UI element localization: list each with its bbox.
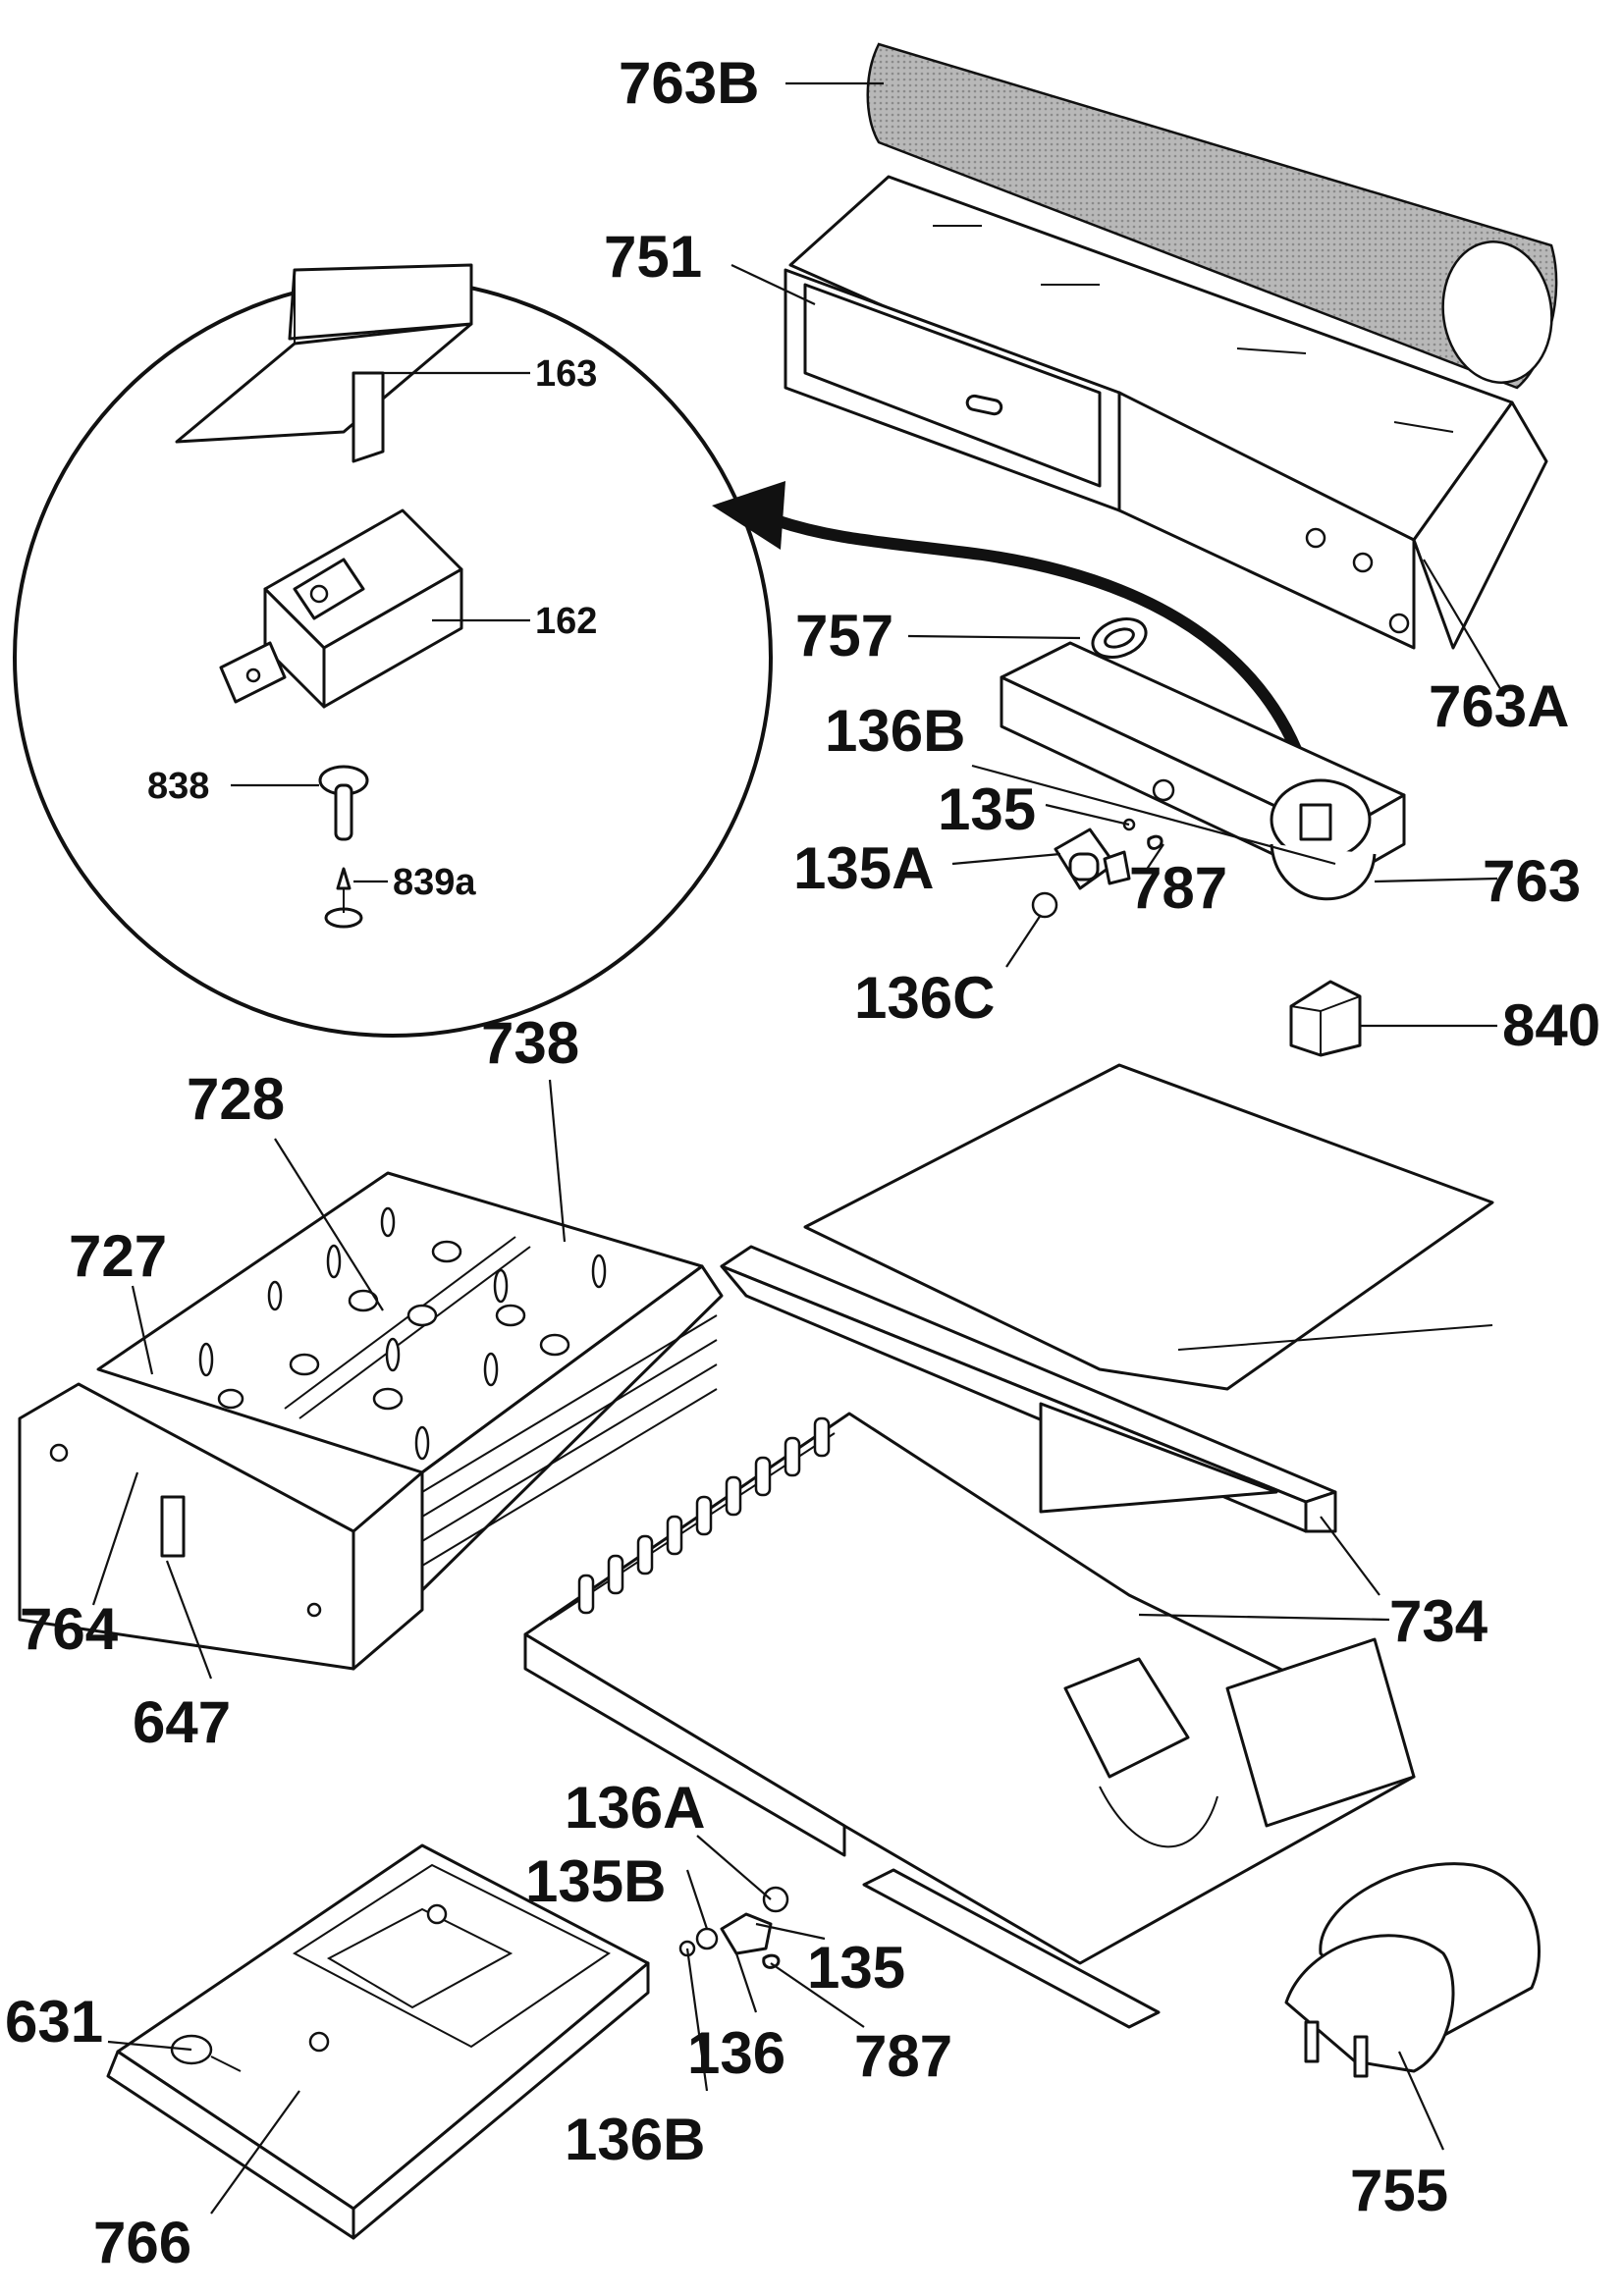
label-136A: 136A <box>565 1775 705 1841</box>
label-136-bottom: 136 <box>687 2020 785 2086</box>
label-763: 763 <box>1483 848 1581 914</box>
label-763A: 763A <box>1429 673 1569 739</box>
label-734: 734 <box>1389 1588 1488 1654</box>
label-757: 757 <box>795 603 893 668</box>
label-764: 764 <box>20 1596 119 1662</box>
label-787-top: 787 <box>1129 855 1227 921</box>
label-135-top: 135 <box>938 776 1036 842</box>
label-647: 647 <box>133 1689 231 1755</box>
part-755-cover <box>1284 1862 1541 2078</box>
label-763B: 763B <box>619 50 759 116</box>
label-135-bottom: 135 <box>807 1935 905 2001</box>
part-734-frame <box>720 1063 1494 1533</box>
part-763B-mesh-filter <box>866 42 1558 390</box>
label-839a: 839a <box>393 862 476 903</box>
inset-label-group: 163 162 838 839a <box>147 353 597 903</box>
label-728: 728 <box>187 1066 285 1132</box>
label-738: 738 <box>481 1010 579 1076</box>
part-162-microswitch <box>219 508 463 709</box>
label-135B: 135B <box>525 1848 666 1914</box>
label-766: 766 <box>93 2210 191 2275</box>
part-751-air-duct <box>784 175 1548 650</box>
label-135A: 135A <box>793 835 934 901</box>
part-757-763-housing <box>1000 617 1406 901</box>
label-727: 727 <box>69 1223 167 1289</box>
label-755: 755 <box>1350 2158 1448 2223</box>
label-162: 162 <box>535 601 597 642</box>
label-787-bottom: 787 <box>854 2023 952 2089</box>
label-751: 751 <box>604 224 702 290</box>
label-136B-top: 136B <box>825 698 965 764</box>
label-136B-bottom: 136B <box>565 2107 705 2172</box>
label-163: 163 <box>535 353 597 395</box>
part-839a-spike <box>324 867 363 929</box>
part-135A-assembly <box>1054 818 1163 890</box>
label-840: 840 <box>1502 992 1600 1058</box>
part-766-cassette <box>106 1843 650 2240</box>
heater-holes <box>198 1206 607 1461</box>
label-136C: 136C <box>854 965 995 1031</box>
detail-inset <box>13 263 773 1038</box>
leader-lines <box>91 81 1503 2215</box>
part-136C-ball <box>1031 891 1058 919</box>
label-838: 838 <box>147 766 209 807</box>
tray-slots <box>577 1416 831 1615</box>
part-838-pin <box>318 765 369 841</box>
part-647-heater-assembly <box>18 1171 724 1671</box>
label-631: 631 <box>5 1989 103 2055</box>
callout-arrow <box>712 481 1322 817</box>
part-840-block <box>1289 980 1362 1057</box>
main-label-group: 763B 751 757 763A 136B 135 135A 787 763 … <box>5 50 1600 2275</box>
part-lower-tray <box>523 1412 1416 2029</box>
part-163-bracket <box>175 263 473 463</box>
